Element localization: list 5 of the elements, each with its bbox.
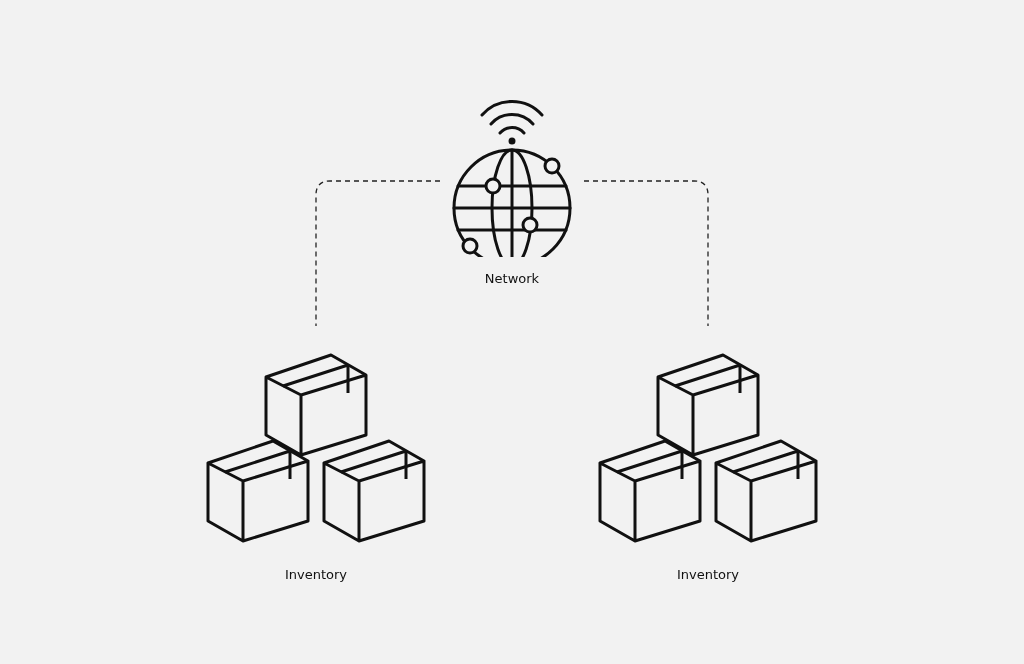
node-label: Inventory xyxy=(676,567,740,582)
node-label: Network xyxy=(484,271,540,286)
node-label: Inventory xyxy=(284,567,348,582)
dashed-connector xyxy=(583,180,709,327)
dashed-connector xyxy=(315,180,441,327)
